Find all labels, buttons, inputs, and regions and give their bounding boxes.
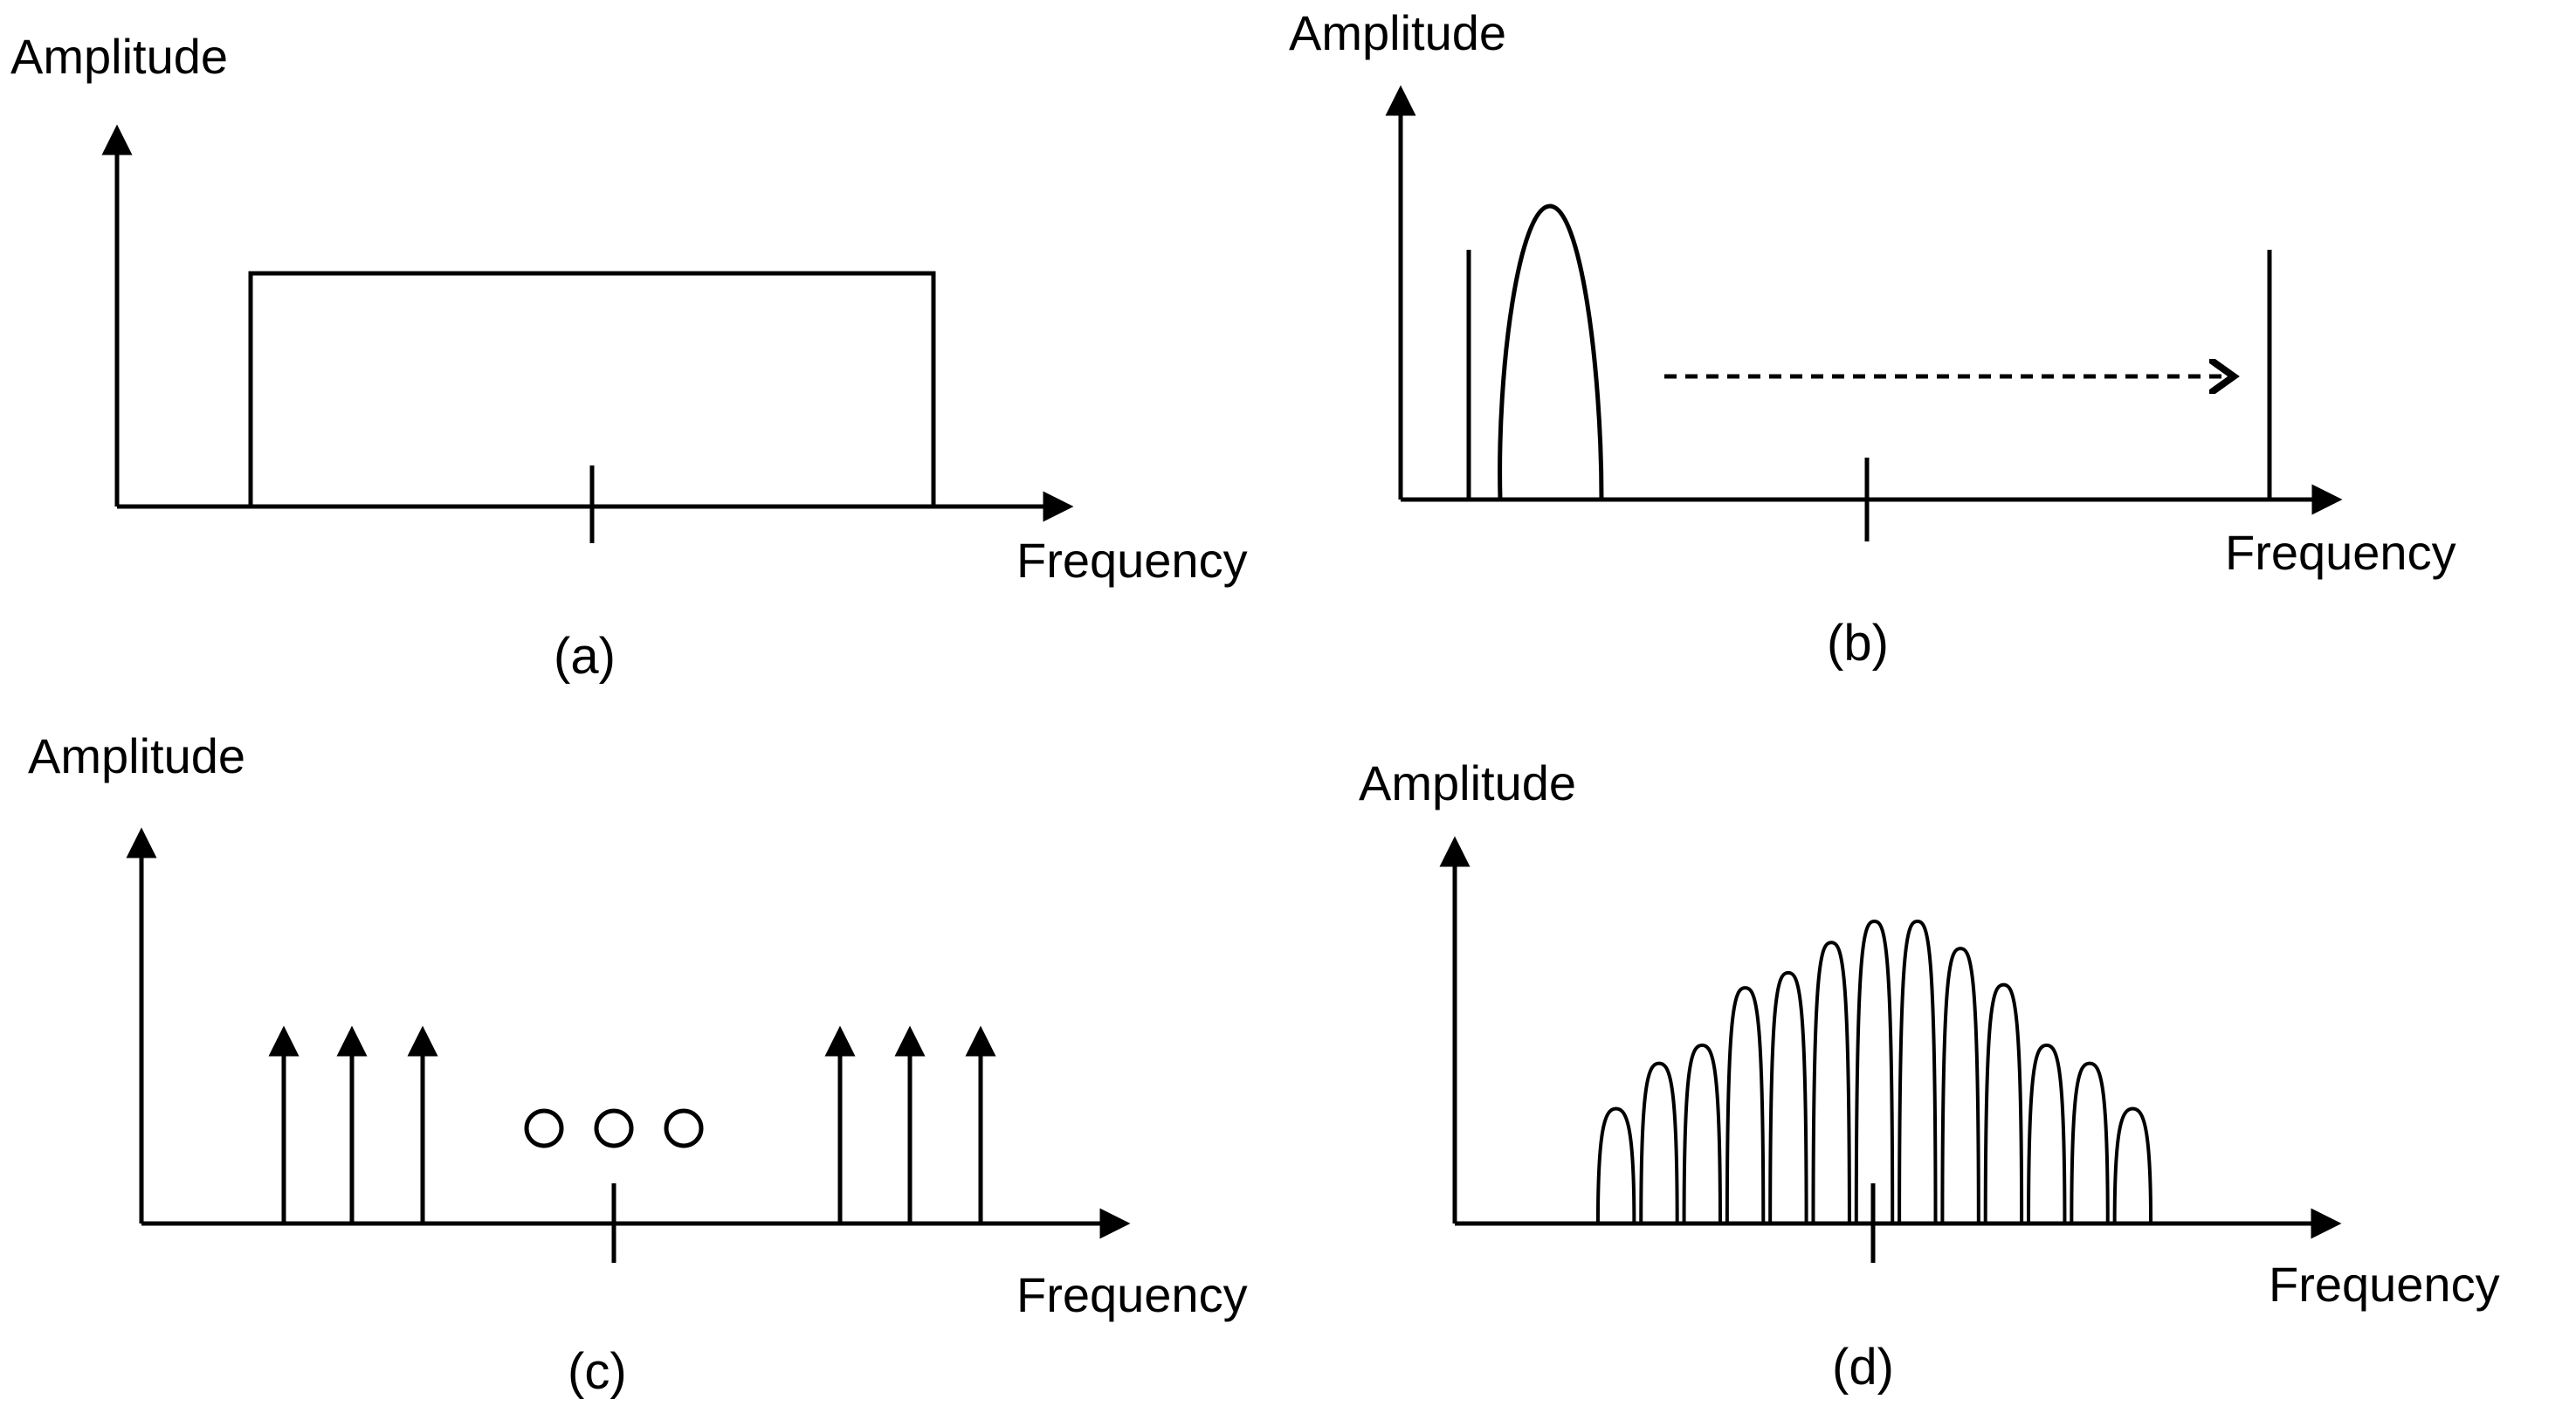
spectral-lobe	[1898, 919, 1938, 1224]
panel-b: Amplitude Frequency (b)	[1289, 5, 2456, 672]
ellipsis-dot	[524, 1108, 564, 1148]
panel-caption: (c)	[568, 1343, 627, 1400]
rectangular-spectrum	[248, 271, 936, 507]
y-axis-label: Amplitude	[1289, 5, 1506, 60]
ellipsis-dot	[594, 1108, 634, 1148]
panel-caption: (d)	[1832, 1339, 1894, 1396]
x-axis-label: Frequency	[2269, 1257, 2500, 1312]
spectral-lobe	[2027, 1043, 2067, 1224]
spectral-lobe	[1682, 1043, 1722, 1224]
x-axis-label: Frequency	[2225, 525, 2456, 580]
panel-caption: (a)	[554, 628, 616, 685]
panel-c: Amplitude Frequency (c)	[28, 728, 1248, 1400]
y-axis-label: Amplitude	[1359, 755, 1576, 810]
spectral-lobe	[1854, 919, 1895, 1224]
y-axis-label: Amplitude	[10, 29, 228, 84]
spectral-lobe	[1983, 982, 2024, 1224]
impulse-group-left	[268, 1025, 438, 1224]
y-axis-label: Amplitude	[28, 728, 245, 783]
spectral-lobe	[1725, 986, 1766, 1224]
panel-caption: (b)	[1827, 615, 1889, 672]
spectral-lobe	[1811, 941, 1851, 1224]
ellipsis-dot	[664, 1108, 704, 1148]
spectral-lobe	[1639, 1061, 1679, 1224]
spectral-lobe	[2112, 1106, 2153, 1224]
spectral-lobe	[1595, 1106, 1636, 1224]
ellipsis-circles	[524, 1108, 704, 1148]
impulse-group-right	[824, 1025, 996, 1224]
panel-a: Amplitude Frequency (a)	[10, 29, 1248, 685]
x-axis-label: Frequency	[1016, 1267, 1248, 1322]
spectral-lobe	[1940, 947, 1980, 1224]
spectral-lobe	[2070, 1061, 2110, 1224]
signal-lobe	[1498, 203, 1604, 500]
panel-d: Amplitude Frequency (d)	[1359, 755, 2500, 1396]
lobe-comb	[1595, 919, 2153, 1224]
spectral-lobe	[1768, 970, 1808, 1224]
x-axis-label: Frequency	[1016, 533, 1248, 588]
